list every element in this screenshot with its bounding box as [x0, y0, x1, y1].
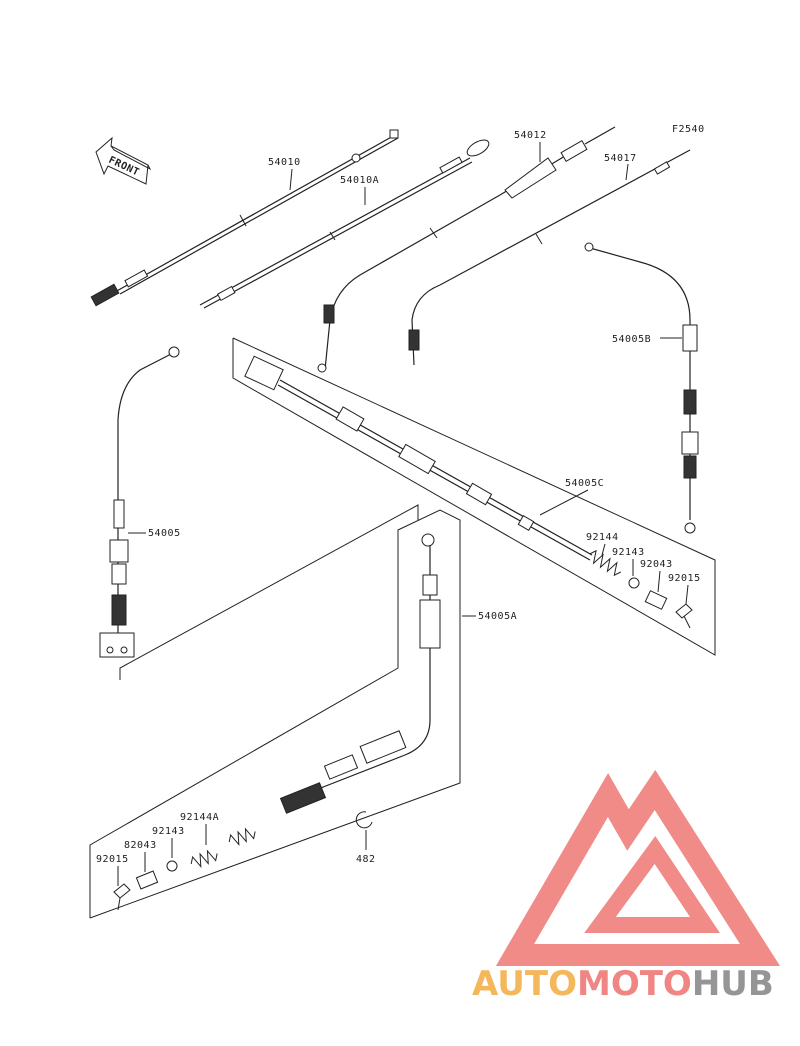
part-label-54010a: 54010A [340, 175, 379, 186]
subassembly-frame-54005c [232, 337, 716, 656]
subassembly-frame-54005a [89, 509, 461, 919]
part-label-92015: 92015 [668, 573, 701, 584]
svg-text:AUTOMOTOHUB: AUTOMOTOHUB [472, 964, 774, 1004]
cable-54017 [408, 149, 691, 366]
cable-54005b [584, 242, 699, 534]
circlip-482 [355, 811, 373, 829]
logo-word-hub: HUB [692, 964, 774, 1004]
part-label-482: 482 [356, 854, 376, 865]
spring-92143-coil [190, 849, 218, 869]
part-label-54010: 54010 [268, 157, 301, 168]
part-label-92015-b: 92015 [96, 854, 129, 865]
part-label-92144a: 92144A [180, 812, 219, 823]
front-arrow-icon: FRONT [95, 136, 152, 185]
part-label-54005c: 54005C [565, 478, 604, 489]
logo-triangle-icon [495, 769, 781, 966]
washer-92143 [628, 577, 640, 589]
cable-54012 [317, 126, 616, 373]
cable-54010a [199, 139, 490, 309]
logo-word-auto: AUTO [472, 964, 577, 1004]
part-label-92143: 92143 [612, 547, 645, 558]
logo-word-moto: MOTO [577, 964, 692, 1004]
part-label-92144: 92144 [586, 532, 619, 543]
part-label-54012: 54012 [514, 130, 547, 141]
watermark-logo: AUTOMOTOHUB [472, 769, 781, 1004]
part-label-54005a: 54005A [478, 611, 517, 622]
part-label-54017: 54017 [604, 153, 637, 164]
spring-92144a [228, 827, 256, 847]
subassembly-frame-54005 [119, 504, 419, 680]
part-label-82043: 82043 [124, 840, 157, 851]
part-label-54005b: 54005B [612, 334, 651, 345]
cable-54005c [244, 355, 593, 561]
clip-92015-b [113, 883, 131, 911]
cable-54005a [279, 533, 441, 814]
logo-inner-triangle-icon [584, 836, 720, 933]
washer-92143-b [166, 860, 178, 872]
collar-92043 [644, 590, 668, 610]
figure-code: F2540 [672, 124, 705, 135]
part-label-54005: 54005 [148, 528, 181, 539]
collar-82043 [135, 870, 159, 890]
spring-92144 [589, 549, 622, 577]
cable-54005 [99, 346, 180, 658]
part-label-92043: 92043 [640, 559, 673, 570]
clip-92015 [675, 603, 693, 629]
part-label-92143-b: 92143 [152, 826, 185, 837]
cable-54010 [90, 129, 399, 307]
